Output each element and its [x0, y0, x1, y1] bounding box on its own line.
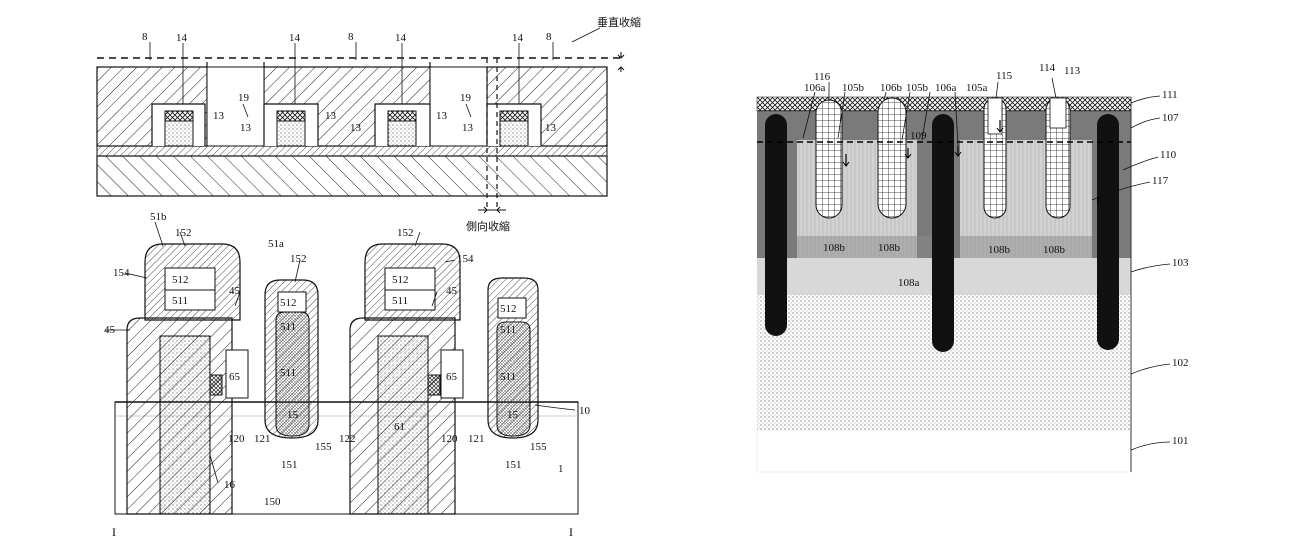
label-108b-1: 108b — [823, 242, 846, 254]
label-101: 101 — [1172, 435, 1189, 447]
label-512-d: 512 — [500, 303, 517, 315]
label-1: 1 — [558, 463, 564, 475]
label-106b: 106b — [880, 82, 903, 94]
label-51b: 51b — [150, 211, 167, 223]
gate-stack-2 — [263, 103, 319, 147]
label-14-c: 14 — [395, 32, 407, 44]
label-111: 111 — [1162, 89, 1178, 101]
label-45-b: 45 — [104, 324, 116, 336]
label-8-b: 8 — [348, 31, 354, 43]
label-110: 110 — [1160, 149, 1177, 161]
label-108b-2: 108b — [878, 242, 901, 254]
label-19-a: 19 — [238, 92, 250, 104]
label-121-b: 121 — [468, 433, 485, 445]
section-marker-i-left: I — [112, 525, 116, 539]
label-14-b: 14 — [289, 32, 301, 44]
label-13-7: 13 — [545, 122, 557, 134]
label-114: 114 — [1039, 62, 1056, 74]
label-151-a: 151 — [281, 459, 298, 471]
label-108b-3: 108b — [988, 244, 1011, 256]
label-10: 10 — [579, 405, 591, 417]
label-13-3: 13 — [325, 110, 337, 122]
label-45-a: 45 — [229, 285, 241, 297]
label-15-a: 15 — [287, 409, 299, 421]
gate-stack-4 — [486, 103, 542, 147]
label-152-b: 152 — [290, 253, 307, 265]
label-45-c: 45 — [446, 285, 458, 297]
label-120-b: 120 — [441, 433, 458, 445]
label-511-c: 511 — [280, 367, 296, 379]
label-155-a: 155 — [315, 441, 332, 453]
figure-trench-mosfet: 116 106a 105b 106b 105b 106a 105a 115 11… — [756, 62, 1189, 473]
label-117: 117 — [1152, 175, 1169, 187]
label-152-c: 152 — [397, 227, 414, 239]
label-107: 107 — [1162, 112, 1179, 124]
label-151-b: 151 — [505, 459, 522, 471]
label-65-b: 65 — [446, 371, 458, 383]
label-154-b: 154 — [457, 253, 474, 265]
label-122: 122 — [339, 433, 356, 445]
label-105b-left: 105b — [842, 82, 865, 94]
label-150: 150 — [264, 496, 281, 508]
lateral-shrink-label: 側向收縮 — [466, 219, 510, 233]
label-105b-right: 105b — [906, 82, 929, 94]
figure-lateral-vertical-shrink: 8 8 8 14 14 14 14 19 19 13 13 13 13 13 1… — [96, 15, 641, 233]
label-13-1: 13 — [213, 110, 225, 122]
label-154-a: 154 — [113, 267, 130, 279]
label-152-a: 152 — [175, 227, 192, 239]
vertical-shrink-label: 垂直收縮 — [597, 15, 641, 29]
label-113: 113 — [1064, 65, 1081, 77]
label-108b-4: 108b — [1043, 244, 1066, 256]
label-115: 115 — [996, 70, 1013, 82]
label-155-b: 155 — [530, 441, 547, 453]
label-8-a: 8 — [142, 31, 148, 43]
label-103: 103 — [1172, 257, 1189, 269]
label-109: 109 — [910, 130, 927, 142]
label-14-a: 14 — [176, 32, 188, 44]
label-65-a: 65 — [229, 371, 241, 383]
label-13-6: 13 — [462, 122, 474, 134]
label-116: 116 — [814, 71, 831, 83]
label-511-b: 511 — [280, 321, 296, 333]
label-13-2: 13 — [240, 122, 252, 134]
label-14-d: 14 — [512, 32, 524, 44]
label-8-c: 8 — [546, 31, 552, 43]
label-106a-left: 106a — [804, 82, 826, 94]
label-61: 61 — [394, 421, 405, 433]
gate-stack-1 — [151, 103, 206, 147]
label-51a: 51a — [268, 238, 284, 250]
label-511-e: 511 — [500, 324, 516, 336]
label-511-d: 511 — [392, 295, 408, 307]
label-512-a: 512 — [172, 274, 189, 286]
label-512-b: 512 — [280, 297, 297, 309]
figure-finfet-cross-section: 51b 152 154 512 511 45 45 51a 152 512 51… — [104, 211, 591, 539]
label-511-f: 511 — [500, 371, 516, 383]
label-13-4: 13 — [350, 122, 362, 134]
label-16: 16 — [224, 479, 236, 491]
label-15-b: 15 — [507, 409, 519, 421]
label-511-a: 511 — [172, 295, 188, 307]
label-108a: 108a — [898, 277, 920, 289]
label-512-c: 512 — [392, 274, 409, 286]
label-106a-right: 106a — [935, 82, 957, 94]
label-102: 102 — [1172, 357, 1189, 369]
label-120-a: 120 — [228, 433, 245, 445]
section-marker-i-right: I — [569, 525, 573, 539]
label-13-5: 13 — [436, 110, 448, 122]
label-19-b: 19 — [460, 92, 472, 104]
gate-stack-3 — [374, 103, 431, 147]
label-105a: 105a — [966, 82, 988, 94]
label-121-a: 121 — [254, 433, 271, 445]
